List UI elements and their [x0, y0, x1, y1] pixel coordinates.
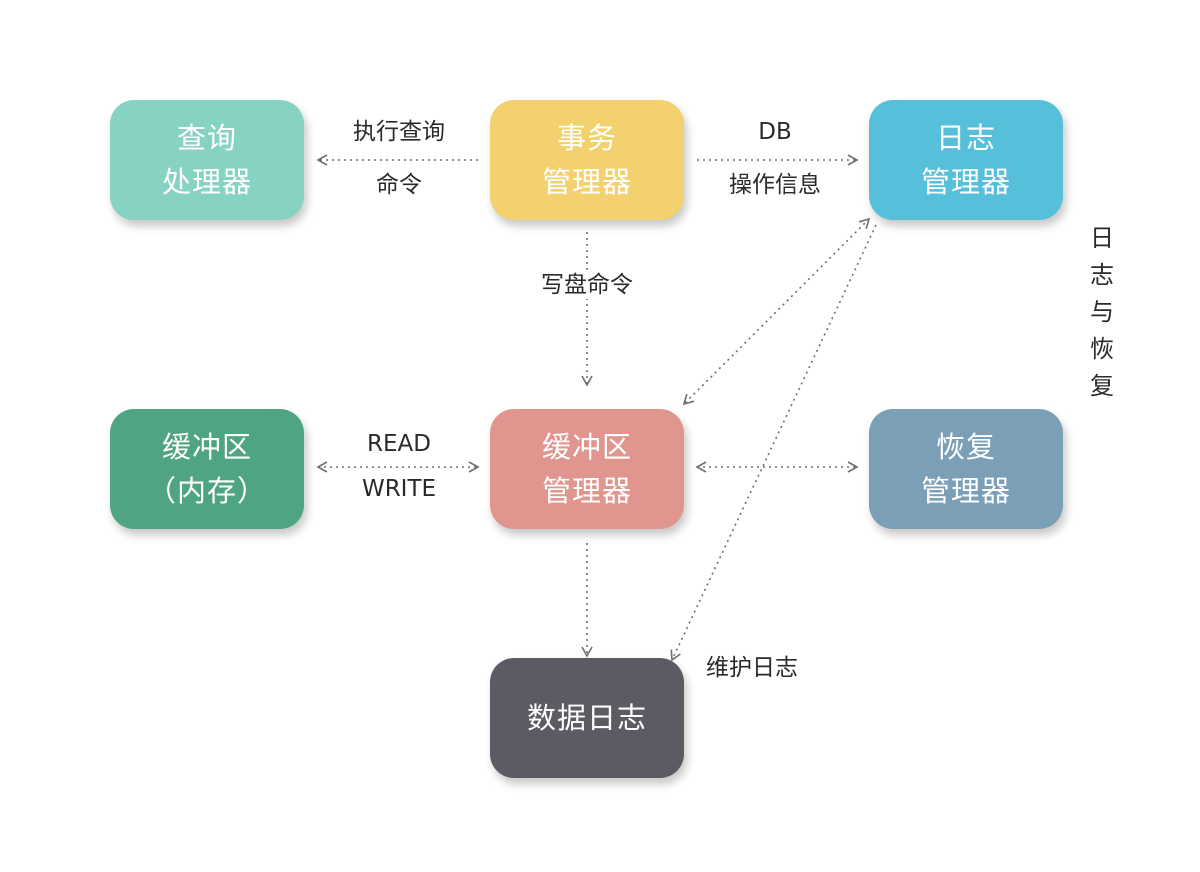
edge-label-exec-query-command: 命令 — [376, 172, 422, 198]
transaction-manager-node: 事务 管理器 — [490, 100, 684, 220]
buffer-manager-node: 缓冲区 管理器 — [490, 409, 684, 529]
edge-log-to-data-log — [670, 224, 877, 662]
edge-log-buffer-manager — [682, 217, 871, 406]
recovery-manager-line1: 恢复 — [935, 430, 996, 464]
buffer-manager-line1: 缓冲区 — [541, 430, 632, 464]
query-processor-line1: 查询 — [176, 121, 237, 155]
transaction-manager-line1: 事务 — [556, 121, 617, 155]
edge-label-db: DB — [758, 119, 792, 145]
transaction-manager-line2: 管理器 — [541, 165, 632, 199]
recovery-manager-node: 恢复 管理器 — [869, 409, 1063, 529]
buffer-memory-line1: 缓冲区 — [161, 430, 252, 464]
log-recovery-char-5: 复 — [1090, 372, 1114, 400]
buffer-memory-node: 缓冲区 （内存） — [110, 409, 304, 529]
log-recovery-char-3: 与 — [1090, 298, 1114, 326]
buffer-manager-line2: 管理器 — [541, 474, 632, 508]
edge-label-read: READ — [367, 431, 431, 457]
buffer-memory-line2: （内存） — [146, 474, 267, 508]
log-recovery-char-1: 日 — [1090, 224, 1114, 252]
query-processor-line2: 处理器 — [161, 165, 252, 199]
data-log-label: 数据日志 — [526, 701, 647, 735]
log-manager-line1: 日志 — [935, 121, 996, 155]
edge-label-op-info: 操作信息 — [729, 172, 821, 198]
edge-label-maintain-log: 维护日志 — [706, 655, 798, 681]
log-recovery-char-4: 恢 — [1090, 335, 1114, 363]
recovery-manager-line2: 管理器 — [920, 474, 1011, 508]
edge-label-log-recovery: 日 志 与 恢 复 — [1087, 220, 1117, 405]
edge-label-write: WRITE — [361, 476, 437, 502]
edge-label-exec-query: 执行查询 — [353, 119, 445, 145]
query-processor-node: 查询 处理器 — [110, 100, 304, 220]
log-recovery-char-2: 志 — [1090, 261, 1114, 289]
log-manager-line2: 管理器 — [920, 165, 1011, 199]
edge-label-write-disk: 写盘命令 — [530, 271, 644, 299]
log-manager-node: 日志 管理器 — [869, 100, 1063, 220]
data-log-node: 数据日志 — [490, 658, 684, 778]
